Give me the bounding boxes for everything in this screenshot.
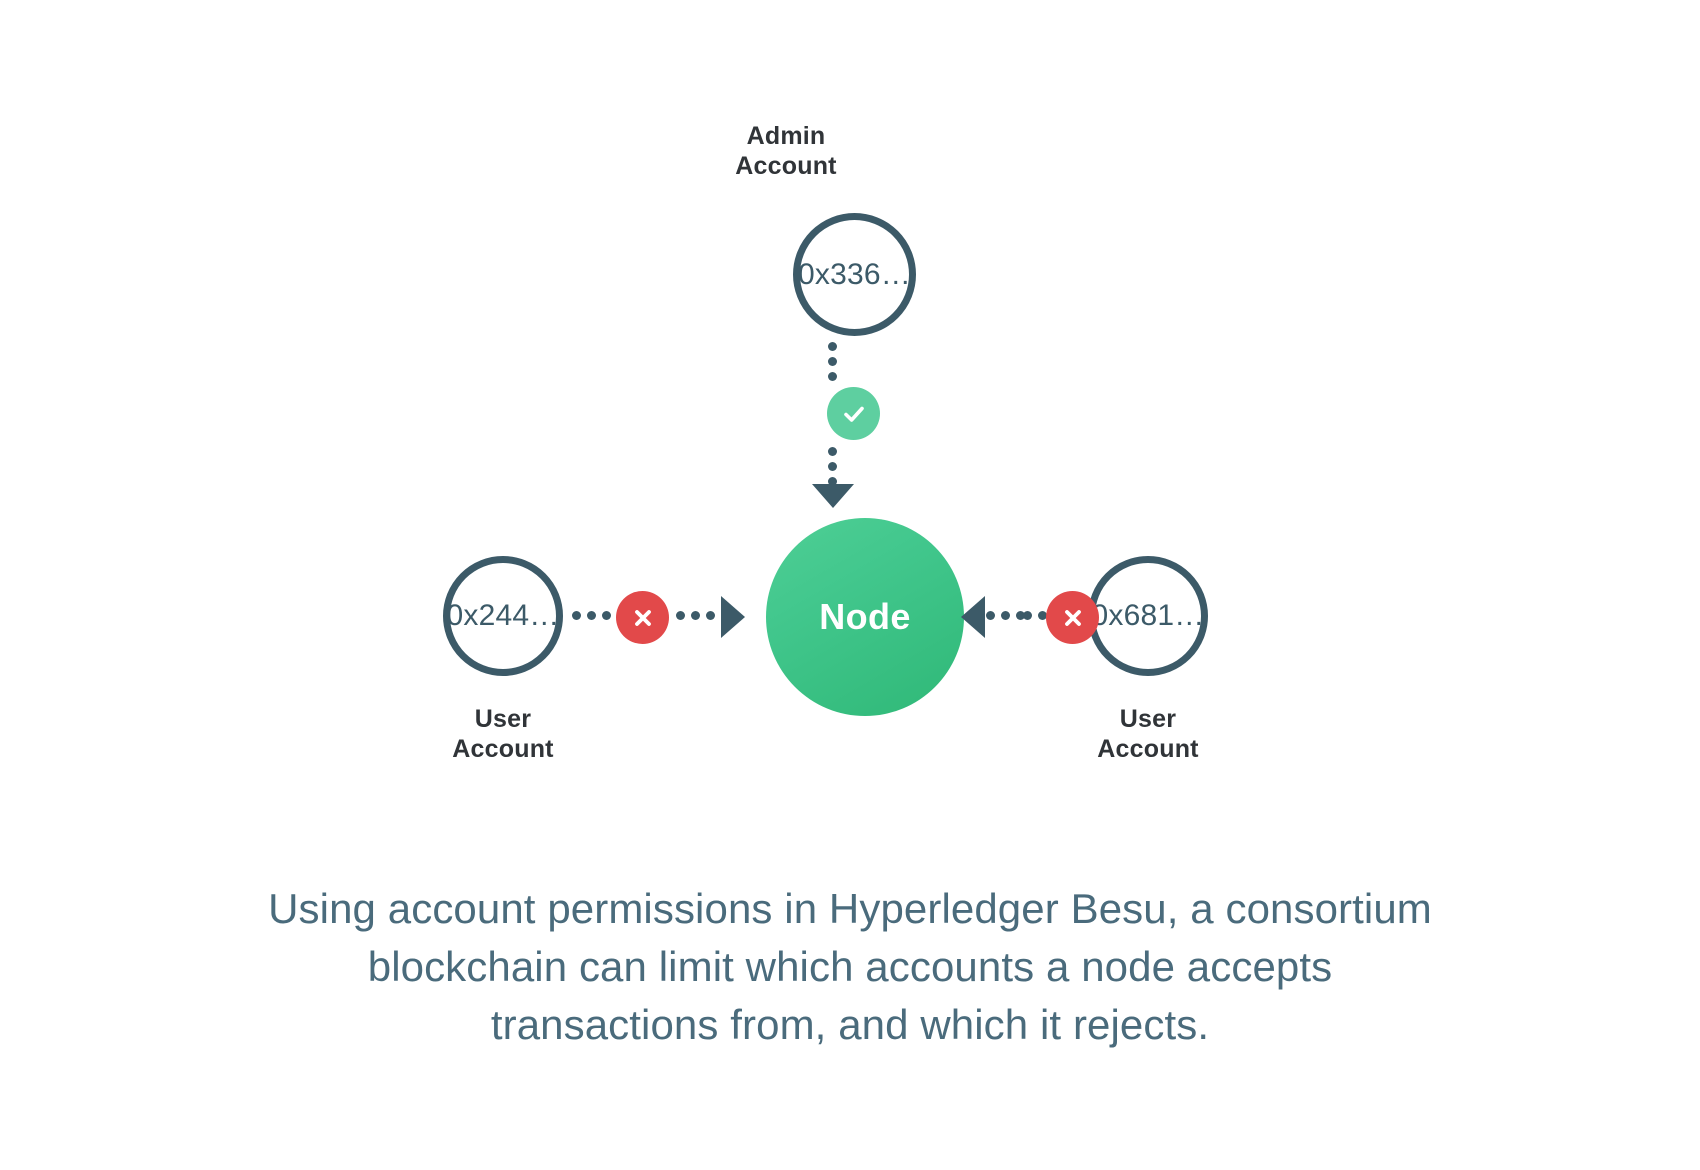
connector-dot [828,462,837,471]
admin-connector-upper [828,342,842,386]
connector-dot [587,611,596,620]
connector-dot [828,357,837,366]
x-icon [634,609,651,626]
connector-dot [986,611,995,620]
admin-account-address: 0x336… [798,257,911,291]
left-user-to-node-arrowhead [721,596,745,638]
left-user-account-circle[interactable]: 0x244… [443,556,563,676]
connector-dot [828,372,837,381]
diagram-caption: Using account permissions in Hyperledger… [268,885,1432,1048]
right-user-account-label: User Account [1097,705,1199,763]
connector-dot [1038,611,1047,620]
right-user-account-circle[interactable]: 0x681… [1088,556,1208,676]
admin-to-node-arrowhead [812,484,854,508]
right-user-account-address: 0x681… [1091,599,1205,632]
connector-dot [572,611,581,620]
connector-dot [602,611,611,620]
admin-connector-lower [828,447,842,505]
x-icon [1064,609,1081,626]
connector-dot [1016,611,1025,620]
connector-dot [828,447,837,456]
node-label: Node [819,596,911,637]
connector-dot [691,611,700,620]
left-user-deny-badge[interactable] [616,591,669,644]
admin-allow-badge[interactable] [827,387,880,440]
connector-dot [1023,611,1032,620]
right-connector-outer [986,611,1038,623]
connector-dot [828,477,837,486]
check-icon [843,406,864,422]
right-user-to-node-arrowhead [961,596,985,638]
connector-dot [828,342,837,351]
left-connector-outer [676,611,728,623]
left-user-account-address: 0x244… [446,599,560,632]
admin-account-label: Admin Account [735,122,837,180]
connector-dot [706,611,715,620]
node-circle[interactable]: Node [766,518,964,716]
connector-dot [1001,611,1010,620]
left-user-account-label: User Account [452,705,554,763]
right-user-deny-badge[interactable] [1046,591,1099,644]
connector-dot [676,611,685,620]
admin-account-circle[interactable]: 0x336… [793,213,916,336]
